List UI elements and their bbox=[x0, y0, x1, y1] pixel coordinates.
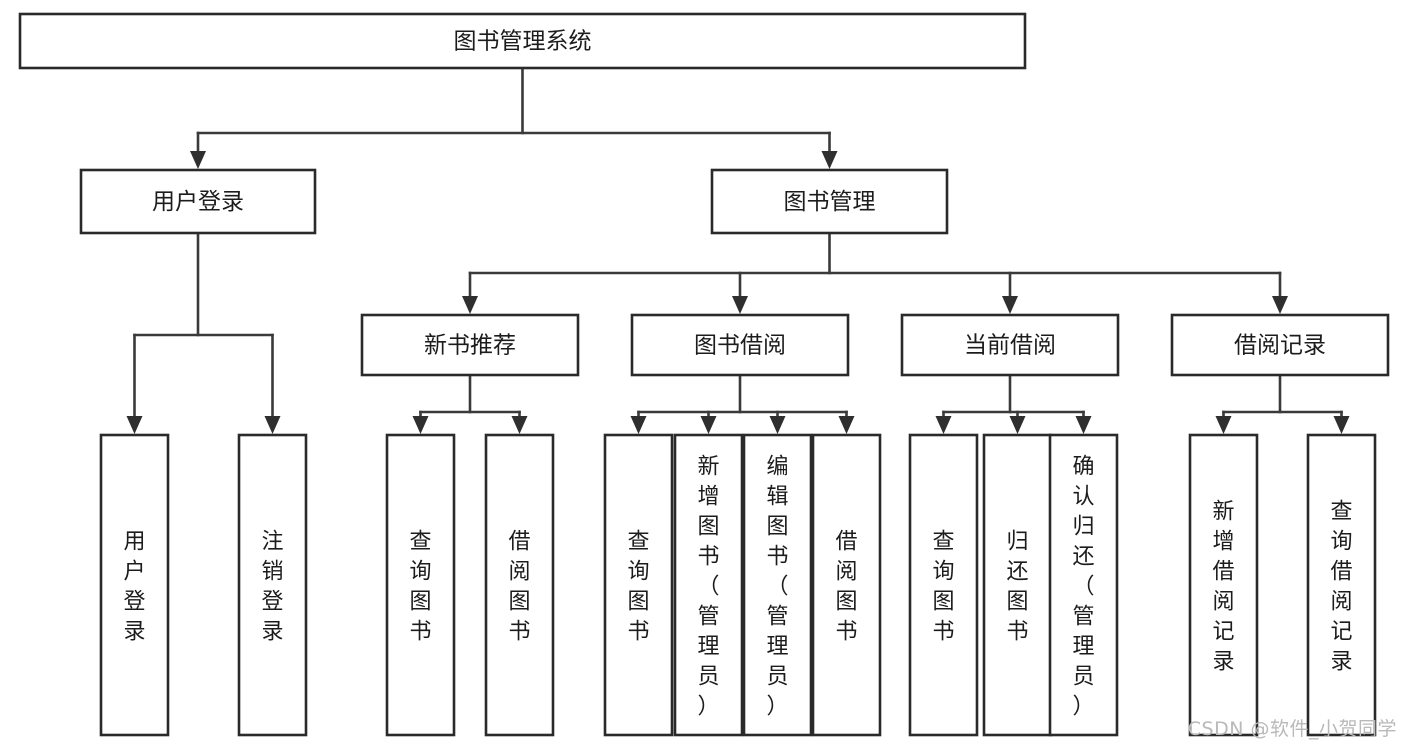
node-leaf-query-book-3-label: 查询图书 bbox=[932, 529, 954, 644]
arrow-head-icon bbox=[821, 151, 838, 169]
node-book-borrow-label: 图书借阅 bbox=[694, 333, 786, 359]
arrow-head-icon bbox=[511, 416, 528, 434]
node-user-login-box[interactable] bbox=[79, 168, 317, 235]
node-current-borrow-box[interactable] bbox=[900, 313, 1120, 377]
node-leaf-query-book-1-label: 查询图书 bbox=[409, 529, 431, 644]
node-leaf-query-record-box[interactable] bbox=[1306, 433, 1377, 737]
node-leaf-add-record[interactable]: 新增借阅记录 bbox=[1188, 433, 1259, 737]
node-root-box[interactable] bbox=[18, 12, 1027, 70]
arrow-head-icon bbox=[1075, 416, 1092, 434]
node-leaf-user-logout-box[interactable] bbox=[237, 433, 308, 737]
node-leaf-borrow-book-1-box[interactable] bbox=[484, 433, 555, 737]
node-root-label: 图书管理系统 bbox=[454, 29, 592, 55]
node-user-login[interactable]: 用户登录 bbox=[79, 168, 317, 235]
arrow-head-icon bbox=[732, 296, 748, 314]
arrow-head-icon bbox=[412, 416, 429, 434]
node-leaf-confirm-return-box[interactable] bbox=[1048, 433, 1119, 737]
node-leaf-edit-book-label: 编辑图书（管理员） bbox=[766, 454, 788, 719]
node-leaf-return-book-label: 归还图书 bbox=[1006, 529, 1028, 644]
node-borrow-record-label: 借阅记录 bbox=[1234, 333, 1326, 359]
node-leaf-add-record-box[interactable] bbox=[1188, 433, 1259, 737]
arrow-head-icon bbox=[700, 416, 717, 434]
arrow-head-icon bbox=[126, 416, 143, 434]
node-leaf-return-book[interactable]: 归还图书 bbox=[982, 433, 1053, 737]
node-user-login-label: 用户登录 bbox=[152, 189, 244, 215]
node-leaf-query-record-label: 查询借阅记录 bbox=[1330, 499, 1352, 674]
arrow-head-icon bbox=[1333, 416, 1350, 434]
arrow-head-icon bbox=[190, 151, 206, 169]
node-leaf-edit-book-box[interactable] bbox=[742, 433, 813, 737]
node-book-manage-label: 图书管理 bbox=[784, 189, 876, 215]
node-leaf-add-book-box[interactable] bbox=[673, 433, 744, 737]
node-leaf-borrow-book-1[interactable]: 借阅图书 bbox=[484, 433, 555, 737]
arrow-head-icon bbox=[630, 416, 647, 434]
node-leaf-query-book-3[interactable]: 查询图书 bbox=[908, 433, 979, 737]
node-borrow-record[interactable]: 借阅记录 bbox=[1170, 313, 1390, 377]
node-current-borrow-label: 当前借阅 bbox=[964, 333, 1056, 359]
arrow-head-icon bbox=[462, 296, 478, 314]
arrow-head-icon bbox=[1215, 416, 1232, 434]
node-new-book-rec-label: 新书推荐 bbox=[424, 333, 516, 359]
arrow-head-icon bbox=[1272, 296, 1288, 314]
node-leaf-confirm-return-label: 确认归还（管理员） bbox=[1072, 454, 1094, 719]
node-leaf-confirm-return[interactable]: 确认归还（管理员） bbox=[1048, 433, 1119, 737]
node-current-borrow[interactable]: 当前借阅 bbox=[900, 313, 1120, 377]
arrow-head-icon bbox=[935, 416, 952, 434]
node-book-manage-box[interactable] bbox=[710, 168, 949, 235]
arrow-head-icon bbox=[264, 416, 281, 434]
node-leaf-add-book-label: 新增图书（管理员） bbox=[697, 454, 719, 719]
node-leaf-borrow-book-1-label: 借阅图书 bbox=[508, 529, 530, 644]
connector-layer bbox=[126, 66, 1350, 434]
node-new-book-rec-box[interactable] bbox=[360, 313, 580, 377]
node-leaf-user-login[interactable]: 用户登录 bbox=[99, 433, 170, 737]
node-leaf-query-book-2[interactable]: 查询图书 bbox=[603, 433, 674, 737]
node-leaf-edit-book[interactable]: 编辑图书（管理员） bbox=[742, 433, 813, 737]
node-leaf-query-book-2-box[interactable] bbox=[603, 433, 674, 737]
arrow-head-icon bbox=[1009, 416, 1026, 434]
node-leaf-user-logout[interactable]: 注销登录 bbox=[237, 433, 308, 737]
node-leaf-query-book-3-box[interactable] bbox=[908, 433, 979, 737]
node-leaf-query-record[interactable]: 查询借阅记录 bbox=[1306, 433, 1377, 737]
node-leaf-user-login-label: 用户登录 bbox=[123, 529, 145, 644]
node-leaf-add-record-label: 新增借阅记录 bbox=[1212, 499, 1234, 674]
arrow-head-icon bbox=[1002, 296, 1018, 314]
node-leaf-user-login-box[interactable] bbox=[99, 433, 170, 737]
node-leaf-query-book-1[interactable]: 查询图书 bbox=[385, 433, 456, 737]
node-root[interactable]: 图书管理系统 bbox=[18, 12, 1027, 70]
node-layer: 图书管理系统用户登录图书管理新书推荐图书借阅当前借阅借阅记录用户登录注销登录查询… bbox=[18, 12, 1390, 737]
node-leaf-query-book-1-box[interactable] bbox=[385, 433, 456, 737]
node-leaf-borrow-book-2-label: 借阅图书 bbox=[835, 529, 857, 644]
node-borrow-record-box[interactable] bbox=[1170, 313, 1390, 377]
node-leaf-borrow-book-2[interactable]: 借阅图书 bbox=[811, 433, 882, 737]
node-book-borrow[interactable]: 图书借阅 bbox=[630, 313, 850, 377]
arrow-head-icon bbox=[838, 416, 855, 434]
node-leaf-add-book[interactable]: 新增图书（管理员） bbox=[673, 433, 744, 737]
arrow-head-icon bbox=[769, 416, 786, 434]
node-leaf-borrow-book-2-box[interactable] bbox=[811, 433, 882, 737]
node-book-manage[interactable]: 图书管理 bbox=[710, 168, 949, 235]
node-leaf-query-book-2-label: 查询图书 bbox=[627, 529, 649, 644]
node-new-book-rec[interactable]: 新书推荐 bbox=[360, 313, 580, 377]
node-book-borrow-box[interactable] bbox=[630, 313, 850, 377]
node-leaf-return-book-box[interactable] bbox=[982, 433, 1053, 737]
node-leaf-user-logout-label: 注销登录 bbox=[261, 529, 283, 644]
